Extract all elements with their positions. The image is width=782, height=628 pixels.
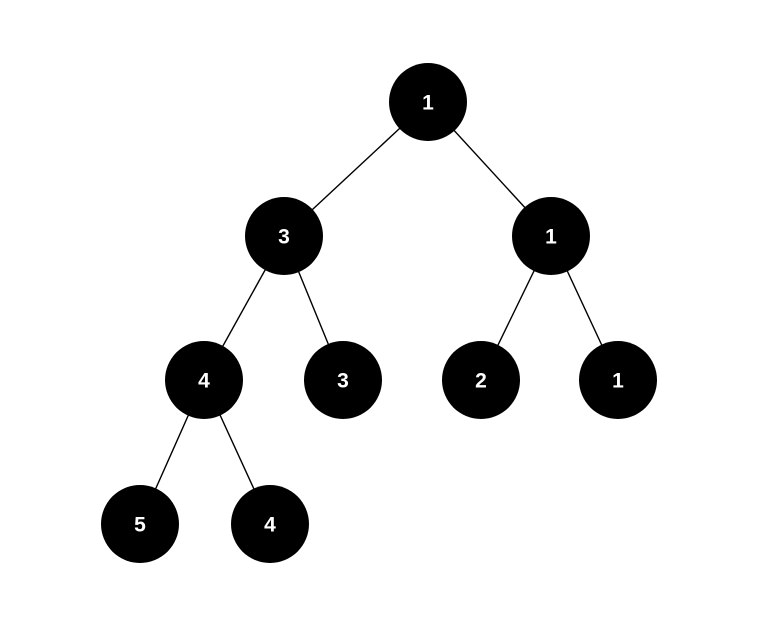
tree-node-circle bbox=[165, 341, 243, 419]
tree-node-label: 2 bbox=[475, 370, 487, 393]
tree-node-circle bbox=[245, 197, 323, 275]
tree-node-label: 4 bbox=[198, 370, 210, 393]
tree-node-circle bbox=[512, 197, 590, 275]
tree-node-n5: 3 bbox=[304, 341, 382, 419]
tree-node-label: 4 bbox=[264, 514, 276, 537]
tree-node-n3: 1 bbox=[512, 197, 590, 275]
tree-node-circle bbox=[231, 485, 309, 563]
tree-node-n9: 4 bbox=[231, 485, 309, 563]
tree-node-label: 3 bbox=[278, 226, 290, 249]
tree-node-label: 1 bbox=[545, 226, 557, 249]
tree-node-circle bbox=[579, 341, 657, 419]
tree-node-n1: 1 bbox=[389, 63, 467, 141]
tree-edges bbox=[139, 101, 619, 525]
tree-node-label: 1 bbox=[612, 370, 624, 393]
tree-node-label: 5 bbox=[134, 514, 146, 537]
tree-node-n7: 1 bbox=[579, 341, 657, 419]
tree-node-n8: 5 bbox=[101, 485, 179, 563]
tree-node-circle bbox=[389, 63, 467, 141]
tree-node-n4: 4 bbox=[165, 341, 243, 419]
tree-node-n2: 3 bbox=[245, 197, 323, 275]
tree-node-circle bbox=[442, 341, 520, 419]
tree-node-label: 3 bbox=[337, 370, 349, 393]
tree-nodes: 1 3 1 4 3 2 1 5 4 bbox=[101, 63, 657, 563]
tree-node-circle bbox=[101, 485, 179, 563]
tree-node-label: 1 bbox=[422, 92, 434, 115]
tree-node-n6: 2 bbox=[442, 341, 520, 419]
tree-node-circle bbox=[304, 341, 382, 419]
